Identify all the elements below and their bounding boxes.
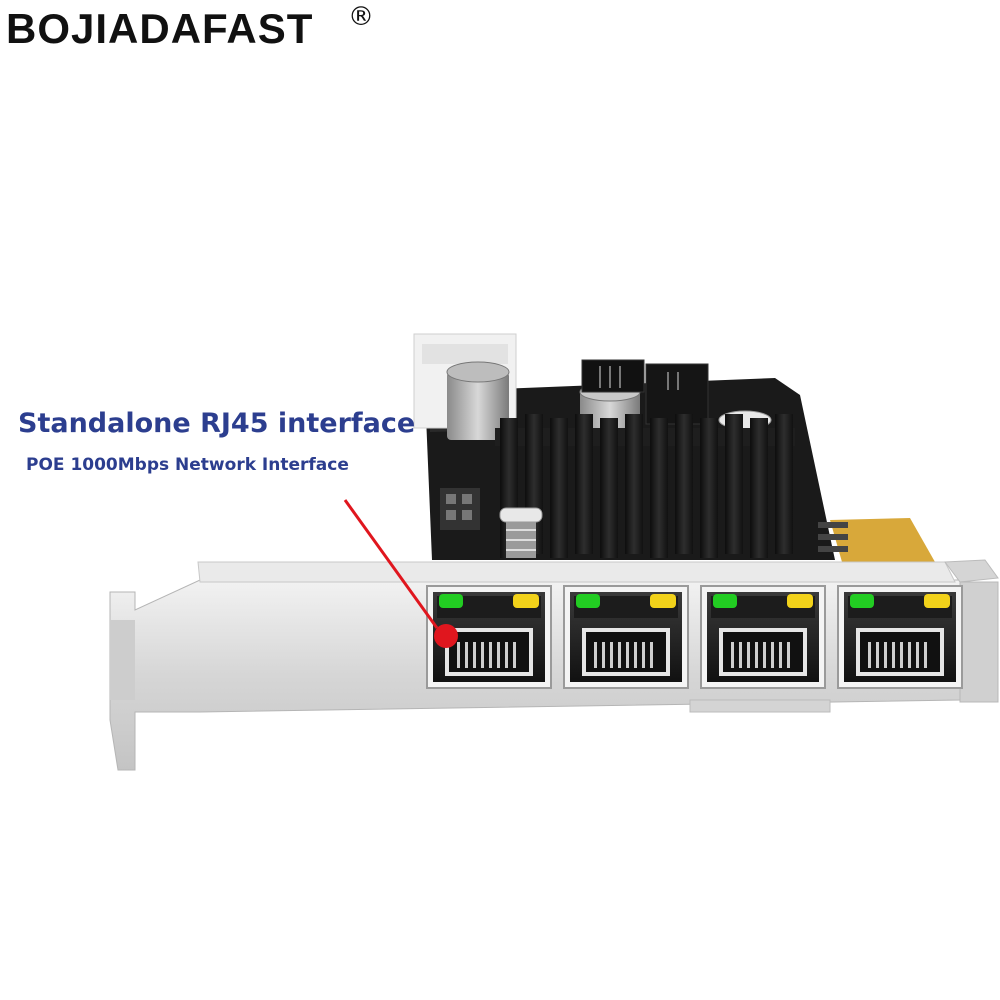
led-indicator-icon: [924, 594, 950, 608]
heatsink-fin: [775, 414, 793, 554]
led-indicator-icon: [576, 594, 600, 608]
pointer-arrow-icon: [343, 499, 458, 648]
callout-headline: Standalone RJ45 interface: [18, 408, 416, 439]
gold-finger-contacts: [830, 518, 935, 562]
callout-subline: POE 1000Mbps Network Interface: [26, 455, 349, 475]
heatsink-fin: [700, 418, 718, 558]
led-indicator-icon: [650, 594, 676, 608]
rj45-port-icon: [837, 585, 963, 689]
heatsink-fin: [725, 414, 743, 554]
rj45-port-icon: [563, 585, 689, 689]
rj45-ports: [426, 585, 963, 689]
registered-mark: ®: [348, 2, 374, 32]
heatsink-fin: [650, 418, 668, 558]
heatsink-fin: [675, 414, 693, 554]
led-indicator-icon: [713, 594, 737, 608]
heatsink-fin: [575, 414, 593, 554]
heatsink-fin: [750, 418, 768, 558]
heatsink-icon: [495, 414, 795, 558]
heatsink-fin: [600, 418, 618, 558]
spring-component: [440, 488, 543, 558]
rj45-port-icon: [700, 585, 826, 689]
led-indicator-icon: [513, 594, 539, 608]
heatsink-fin: [625, 414, 643, 554]
led-indicator-icon: [787, 594, 813, 608]
led-indicator-icon: [439, 594, 463, 608]
heatsink-fin: [550, 418, 568, 558]
rj45-port-icon: [426, 585, 552, 689]
brand-logo: BOJIADAFAST: [6, 5, 314, 52]
led-indicator-icon: [850, 594, 874, 608]
